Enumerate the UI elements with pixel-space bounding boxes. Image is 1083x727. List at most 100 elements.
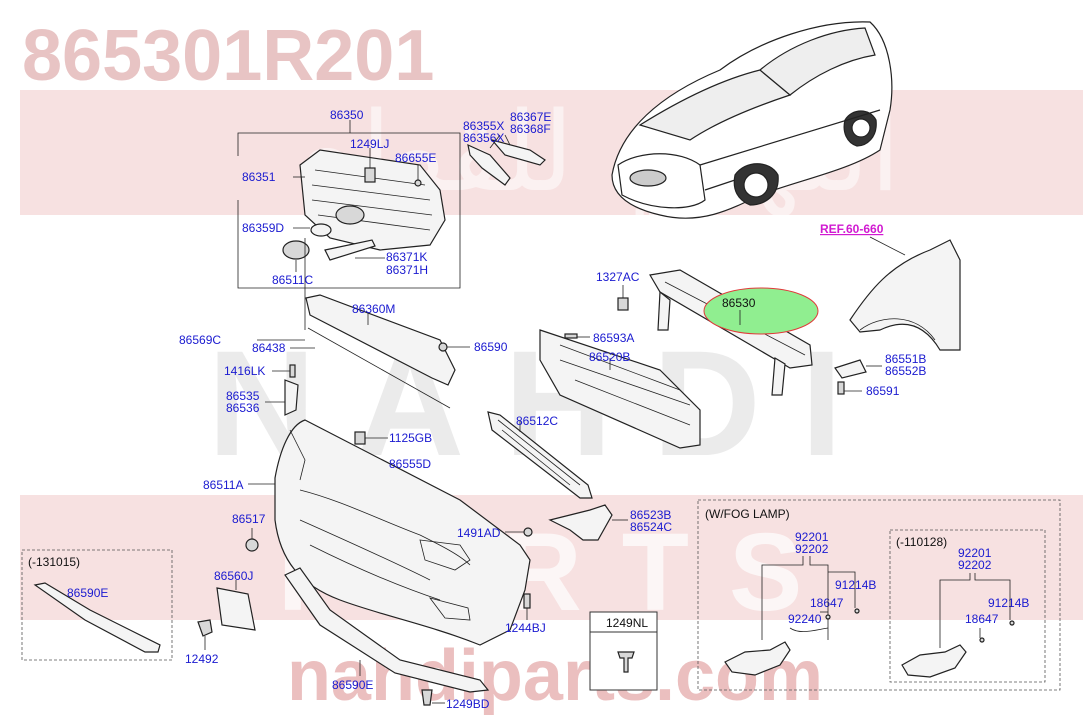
grille-group-frame	[237, 132, 461, 289]
label-86555D[interactable]: 86555D	[389, 457, 431, 471]
label-86367E[interactable]: 86367E	[510, 110, 551, 124]
label-86356X[interactable]: 86356X	[463, 131, 504, 145]
clip-86590[interactable]	[438, 342, 448, 352]
label-86591[interactable]: 86591	[866, 384, 900, 398]
watermark-band-top	[20, 90, 1083, 215]
label-1491AD[interactable]: 1491AD	[457, 526, 501, 540]
watermark-band-bottom	[20, 495, 1083, 620]
fog-lamp-right[interactable]	[901, 644, 967, 678]
screw-1249BD[interactable]	[421, 689, 433, 706]
bolt-86591[interactable]	[837, 381, 845, 395]
fog-label-92201[interactable]: 92201	[795, 530, 829, 544]
bolt-1249LJ[interactable]	[364, 167, 376, 183]
label-86511C[interactable]: 86511C	[272, 273, 313, 287]
car-illustration	[611, 21, 893, 219]
label-86371K[interactable]: 86371K	[386, 250, 427, 264]
strip-86438	[307, 327, 451, 409]
molding-86371K[interactable]	[324, 239, 376, 261]
emblem-86511C[interactable]	[282, 240, 310, 260]
label-86655E[interactable]: 86655E	[395, 151, 436, 165]
fog-label-18647[interactable]: 18647	[810, 596, 844, 610]
cover-86359D[interactable]	[310, 223, 332, 237]
plate-86560J[interactable]	[216, 587, 256, 631]
label-1327AC[interactable]: 1327AC	[596, 270, 640, 284]
clip-86655E[interactable]	[414, 179, 422, 187]
upper-cover-86360M[interactable]	[305, 294, 456, 386]
label-86351[interactable]: 86351	[242, 170, 276, 184]
label-86536[interactable]: 86536	[226, 401, 260, 415]
fog-label-92240[interactable]: 92240	[788, 612, 822, 626]
inset-110128: (-110128) 92201 92202 91214B 18647	[889, 529, 1046, 683]
grille-group	[237, 120, 461, 289]
bracket-86551B[interactable]	[834, 359, 867, 379]
label-86512C[interactable]: 86512C	[516, 414, 558, 428]
label-86350[interactable]: 86350	[330, 108, 364, 122]
bracket-86535[interactable]	[284, 379, 299, 416]
label-86523B[interactable]: 86523B	[630, 508, 671, 522]
nut-1327AC[interactable]	[617, 297, 629, 311]
bolt-1125GB[interactable]	[354, 431, 366, 445]
sub-label-92202[interactable]: 92202	[958, 558, 992, 572]
label-86368F[interactable]: 86368F	[510, 122, 551, 136]
side-moldings	[467, 134, 546, 186]
inset-lip-86590E[interactable]	[33, 582, 161, 653]
label-86530[interactable]: 86530	[722, 296, 756, 310]
label-86551B[interactable]: 86551B	[885, 352, 926, 366]
label-1249BD[interactable]: 1249BD	[446, 697, 490, 711]
label-1249LJ[interactable]: 1249LJ	[350, 137, 389, 151]
label-86520B[interactable]: 86520B	[589, 350, 630, 364]
label-86360M[interactable]: 86360M	[352, 302, 395, 316]
inset-fog-lamp: (W/FOG LAMP) 92201 92202 91214B 18647 92…	[697, 499, 1061, 691]
fog-lamp-left[interactable]	[724, 641, 791, 676]
molding-86355X[interactable]	[467, 143, 511, 186]
cap-86517[interactable]	[245, 538, 259, 552]
screw-12492[interactable]	[197, 619, 213, 637]
grille-emblem-mount	[335, 205, 365, 225]
absorber-86520B[interactable]	[539, 329, 701, 449]
label-86524C[interactable]: 86524C	[630, 520, 672, 534]
label-86517[interactable]: 86517	[232, 512, 266, 526]
label-86355X[interactable]: 86355X	[463, 119, 504, 133]
lower-lip-86590E[interactable]	[284, 567, 490, 693]
part-number-title: 865301R201	[22, 16, 434, 96]
sub-label-92201[interactable]: 92201	[958, 546, 992, 560]
clip-1491AD[interactable]	[523, 527, 533, 537]
lower-grille-86512C[interactable]	[487, 411, 593, 499]
highlight-ellipse-86530	[703, 287, 819, 335]
label-86552B[interactable]: 86552B	[885, 364, 926, 378]
molding-86367E[interactable]	[490, 138, 546, 166]
inset-131015: (-131015) 86590E	[21, 549, 173, 661]
label-12492[interactable]: 12492	[185, 652, 219, 666]
label-86590E-bottom[interactable]: 86590E	[332, 678, 373, 692]
bolt-1244BJ[interactable]	[523, 593, 531, 609]
fog-label-91214B[interactable]: 91214B	[835, 578, 876, 592]
label-86371H[interactable]: 86371H	[386, 263, 428, 277]
fender-reference	[849, 236, 961, 351]
inset-131015-title: (-131015)	[28, 555, 80, 569]
label-86560J[interactable]: 86560J	[214, 569, 253, 583]
cover-86523B[interactable]	[548, 504, 613, 541]
sub-label-91214B[interactable]: 91214B	[988, 596, 1029, 610]
label-86438[interactable]: 86438	[252, 341, 286, 355]
label-1244BJ[interactable]: 1244BJ	[505, 621, 546, 635]
screw-1416LK[interactable]	[289, 364, 296, 378]
inset-label-86590E[interactable]: 86590E	[67, 586, 108, 600]
label-86535[interactable]: 86535	[226, 389, 260, 403]
sub-label-18647[interactable]: 18647	[965, 612, 999, 626]
label-1125GB[interactable]: 1125GB	[389, 431, 432, 445]
label-86511A[interactable]: 86511A	[203, 478, 243, 492]
label-86590[interactable]: 86590	[474, 340, 508, 354]
label-ref-60-660[interactable]: REF.60-660	[820, 222, 884, 236]
box-1249NL: 1249NL	[589, 611, 658, 691]
fog-inset-title: (W/FOG LAMP)	[705, 507, 790, 521]
label-86593A[interactable]: 86593A	[593, 331, 634, 345]
fog-label-92202[interactable]: 92202	[795, 542, 829, 556]
sub-inset-title: (-110128)	[896, 535, 947, 549]
label-86569C[interactable]: 86569C	[179, 333, 221, 347]
screw-1249NL[interactable]	[617, 651, 635, 673]
label-1416LK[interactable]: 1416LK	[224, 364, 265, 378]
label-86359D[interactable]: 86359D	[242, 221, 284, 235]
part-labels: 86350 1249LJ 86655E 86351 86359D 86371K …	[179, 108, 926, 711]
clip-86593A[interactable]	[564, 333, 578, 339]
